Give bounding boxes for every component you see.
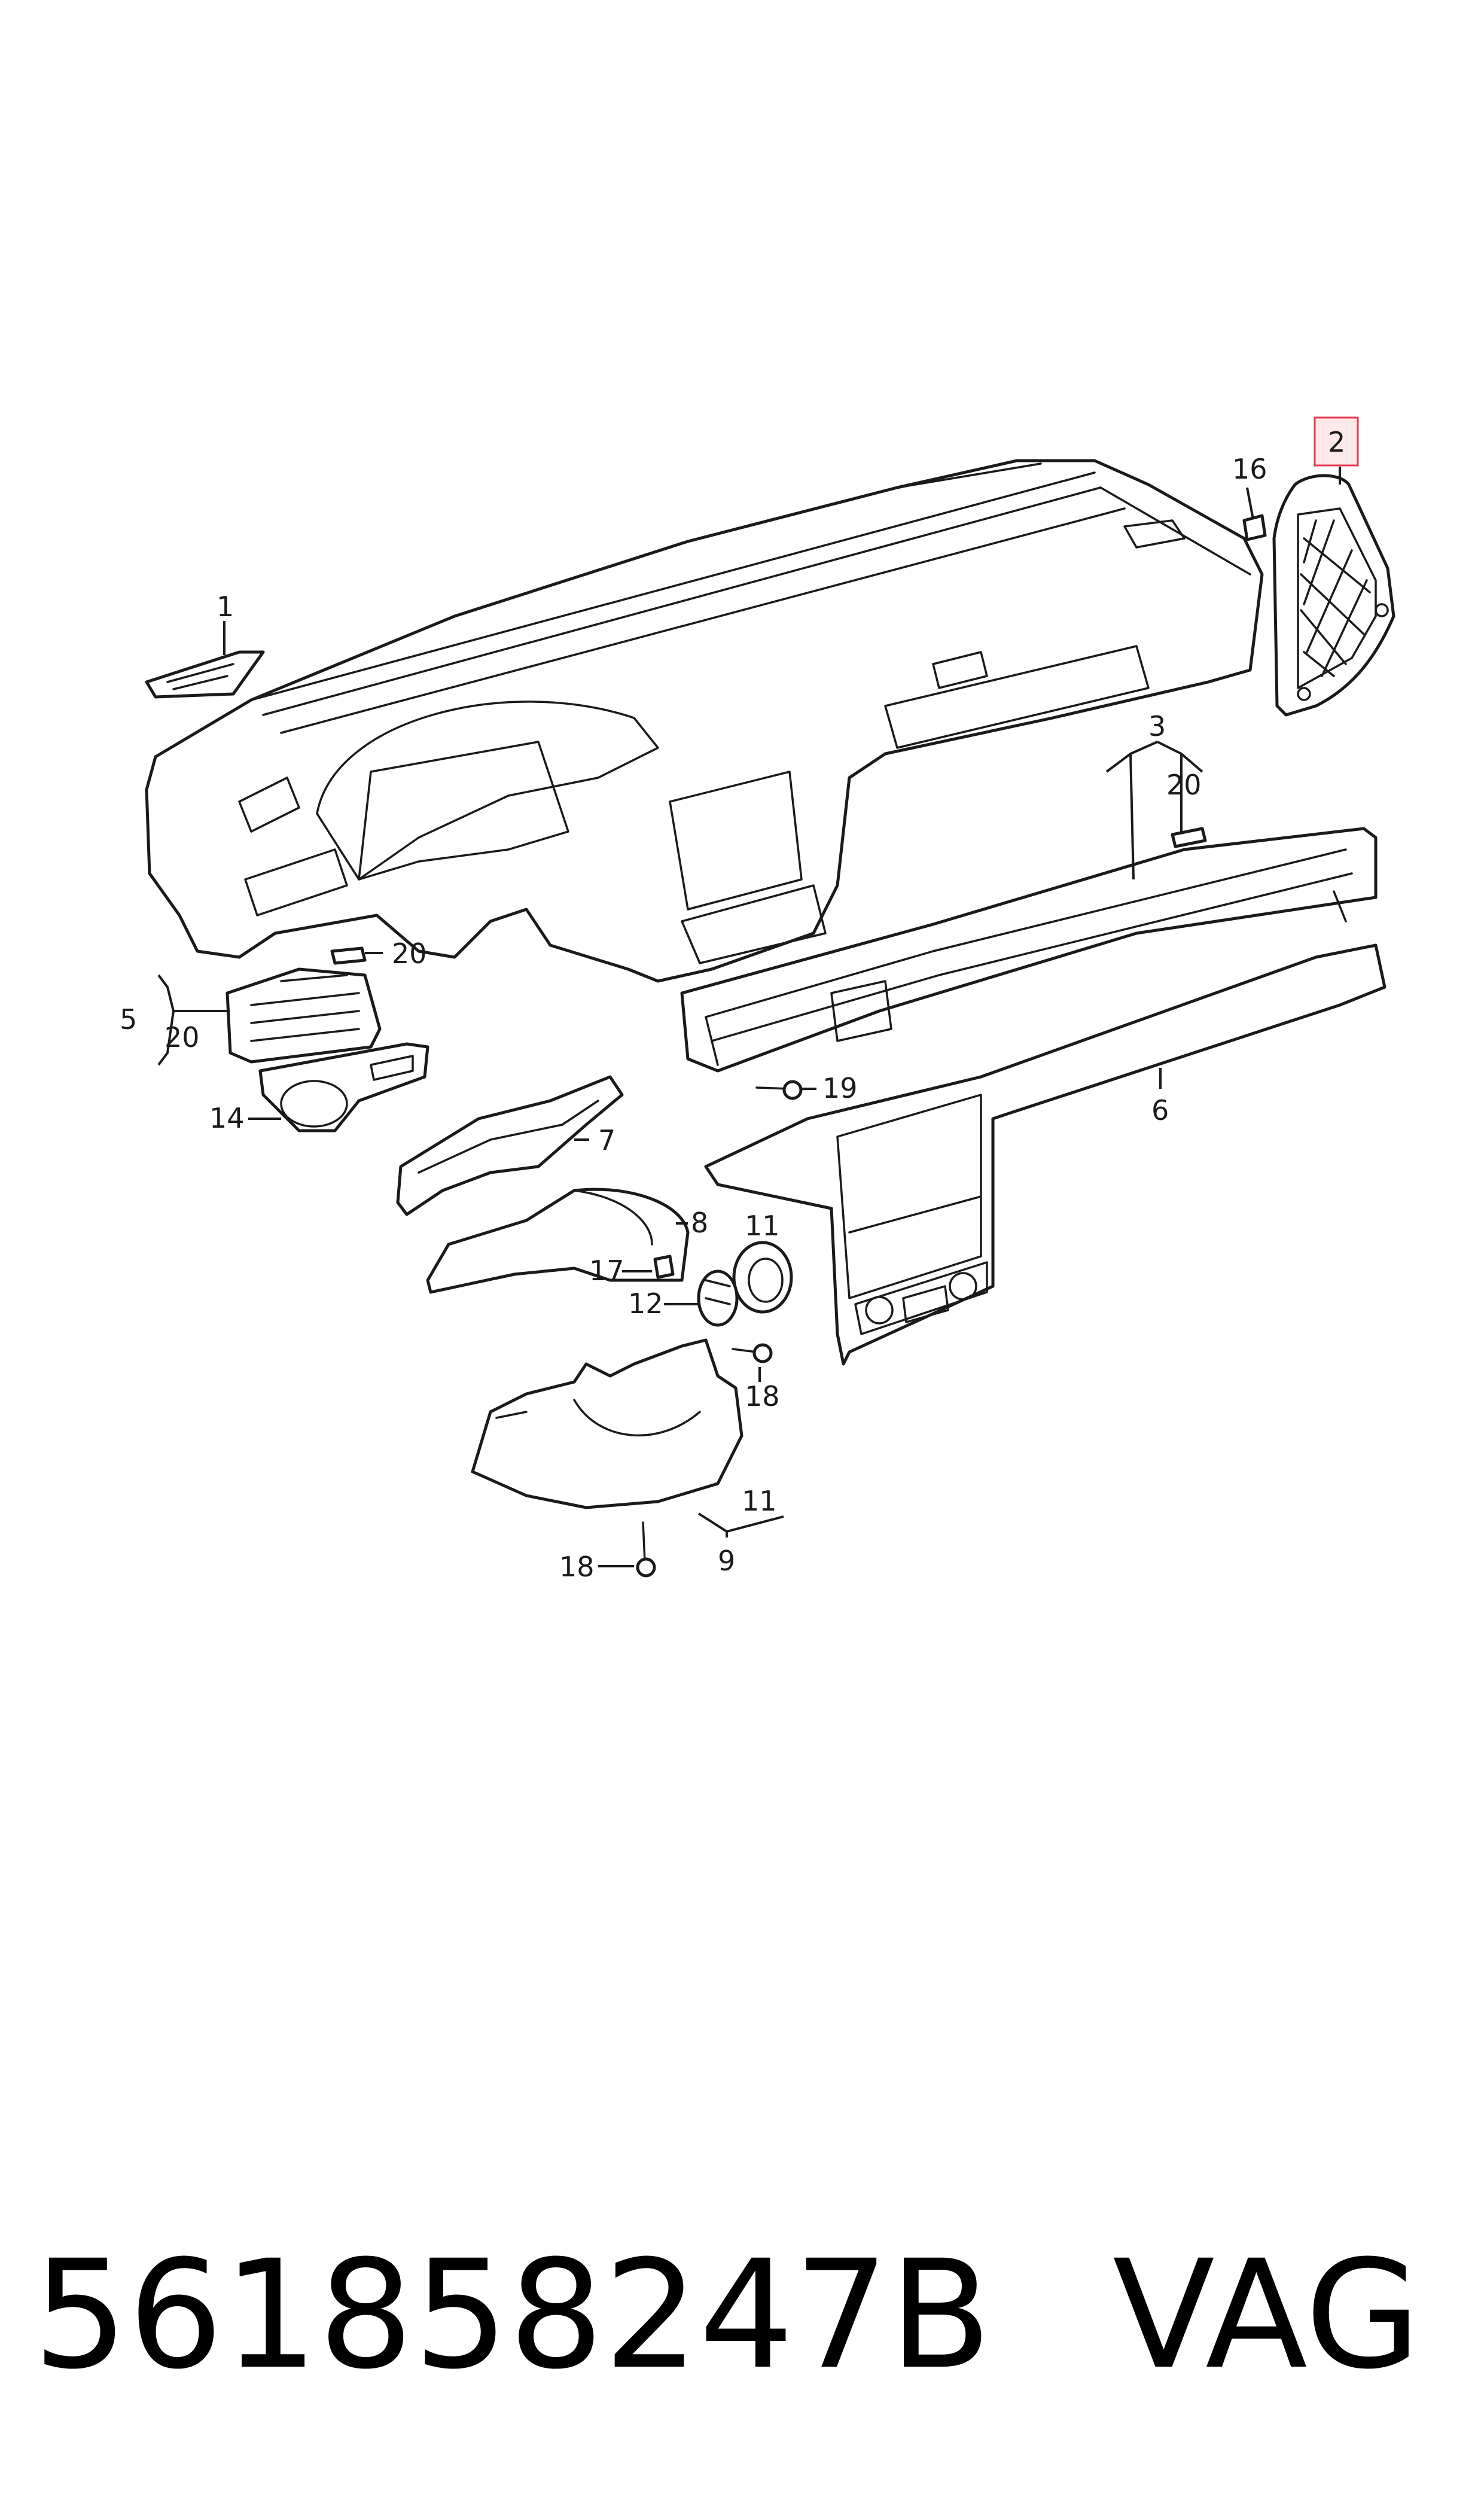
callout-18-lower: 18 xyxy=(559,1551,595,1583)
callout-20-right: 20 xyxy=(1166,769,1202,801)
callout-3: 3 xyxy=(1148,710,1166,742)
callout-11-lower: 11 xyxy=(742,1485,777,1517)
part-18-screw-upper xyxy=(732,1343,773,1363)
leader-lines xyxy=(157,467,1341,1567)
callout-2: 2 xyxy=(1328,426,1345,458)
part-17-clip xyxy=(653,1255,675,1279)
part-number: 561858247B xyxy=(33,2228,992,2402)
part-9-column-shroud-lower xyxy=(471,1338,743,1509)
part-7-steering-column-trim-upper xyxy=(396,1075,624,1216)
part-12-switch-unit xyxy=(697,1269,739,1327)
callout-20-left-upper: 20 xyxy=(392,937,427,970)
callout-7: 7 xyxy=(598,1124,615,1156)
part-19-screw xyxy=(755,1080,803,1100)
dashboard-body xyxy=(145,459,1264,983)
part-6-centre-trim-panel xyxy=(704,943,1387,1366)
callout-11-upper: 11 xyxy=(745,1210,780,1242)
part-2-side-cover-grille xyxy=(1272,474,1395,717)
part-5-air-vent-left xyxy=(226,967,382,1064)
callout-16: 16 xyxy=(1232,453,1267,485)
callout-17: 17 xyxy=(589,1255,624,1287)
brand-name: VAG xyxy=(1113,2228,1421,2402)
highlight-box-part-2 xyxy=(1314,416,1359,467)
part-20-clip-left xyxy=(330,946,367,965)
callout-19: 19 xyxy=(822,1072,858,1104)
callouts: 1 2 3 5 6 7 8 9 11 11 12 14 16 17 18 18 … xyxy=(120,426,1345,1583)
callout-20-left-lower: 20 xyxy=(164,1021,200,1054)
part-3-trim-strip-vent xyxy=(680,827,1378,1073)
part-1-defrost-vent xyxy=(145,650,265,699)
callout-9: 9 xyxy=(718,1545,735,1577)
callout-18-upper: 18 xyxy=(745,1380,780,1412)
callout-1: 1 xyxy=(217,590,234,623)
part-8-column-shroud-upper xyxy=(426,1188,690,1294)
part-11-trim-ring xyxy=(732,1241,793,1314)
callout-14: 14 xyxy=(209,1102,245,1134)
callout-8: 8 xyxy=(691,1207,708,1239)
part-18-screw-lower xyxy=(636,1521,656,1578)
callout-12: 12 xyxy=(628,1287,663,1320)
callout-6: 6 xyxy=(1151,1094,1169,1126)
part-14-cover-panel xyxy=(258,1042,429,1132)
callout-5: 5 xyxy=(120,1003,137,1036)
part-20-clip-right xyxy=(1171,827,1207,848)
part-16-clip xyxy=(1242,514,1267,541)
